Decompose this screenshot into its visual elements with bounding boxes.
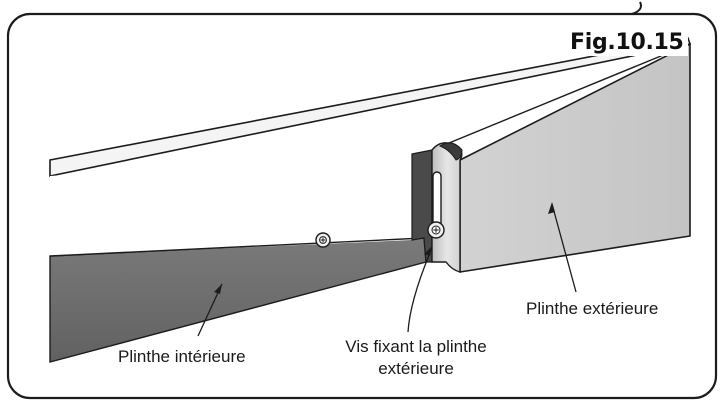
inner-plinth-upper	[50, 154, 412, 256]
figure-label: Fig.10.15	[566, 30, 688, 56]
fixing-screw-label-line2: extérieure	[378, 359, 454, 378]
fixing-screw	[427, 221, 445, 239]
fixing-screw-label-line1: Vis fixant la plinthe	[345, 337, 487, 356]
leader-fixing-screw	[407, 246, 433, 333]
fixing-screw-label: Vis fixant la plinthe extérieure	[316, 336, 516, 380]
inner-screw	[315, 232, 331, 248]
leader-inner-plinth	[197, 283, 223, 337]
bracket-slot	[432, 171, 442, 229]
leader-outer-plinth	[548, 202, 577, 293]
inner-plinth-label: Plinthe intérieure	[118, 347, 246, 366]
frame-notch	[631, 1, 642, 15]
outer-plinth-label: Plinthe extérieure	[526, 299, 659, 318]
